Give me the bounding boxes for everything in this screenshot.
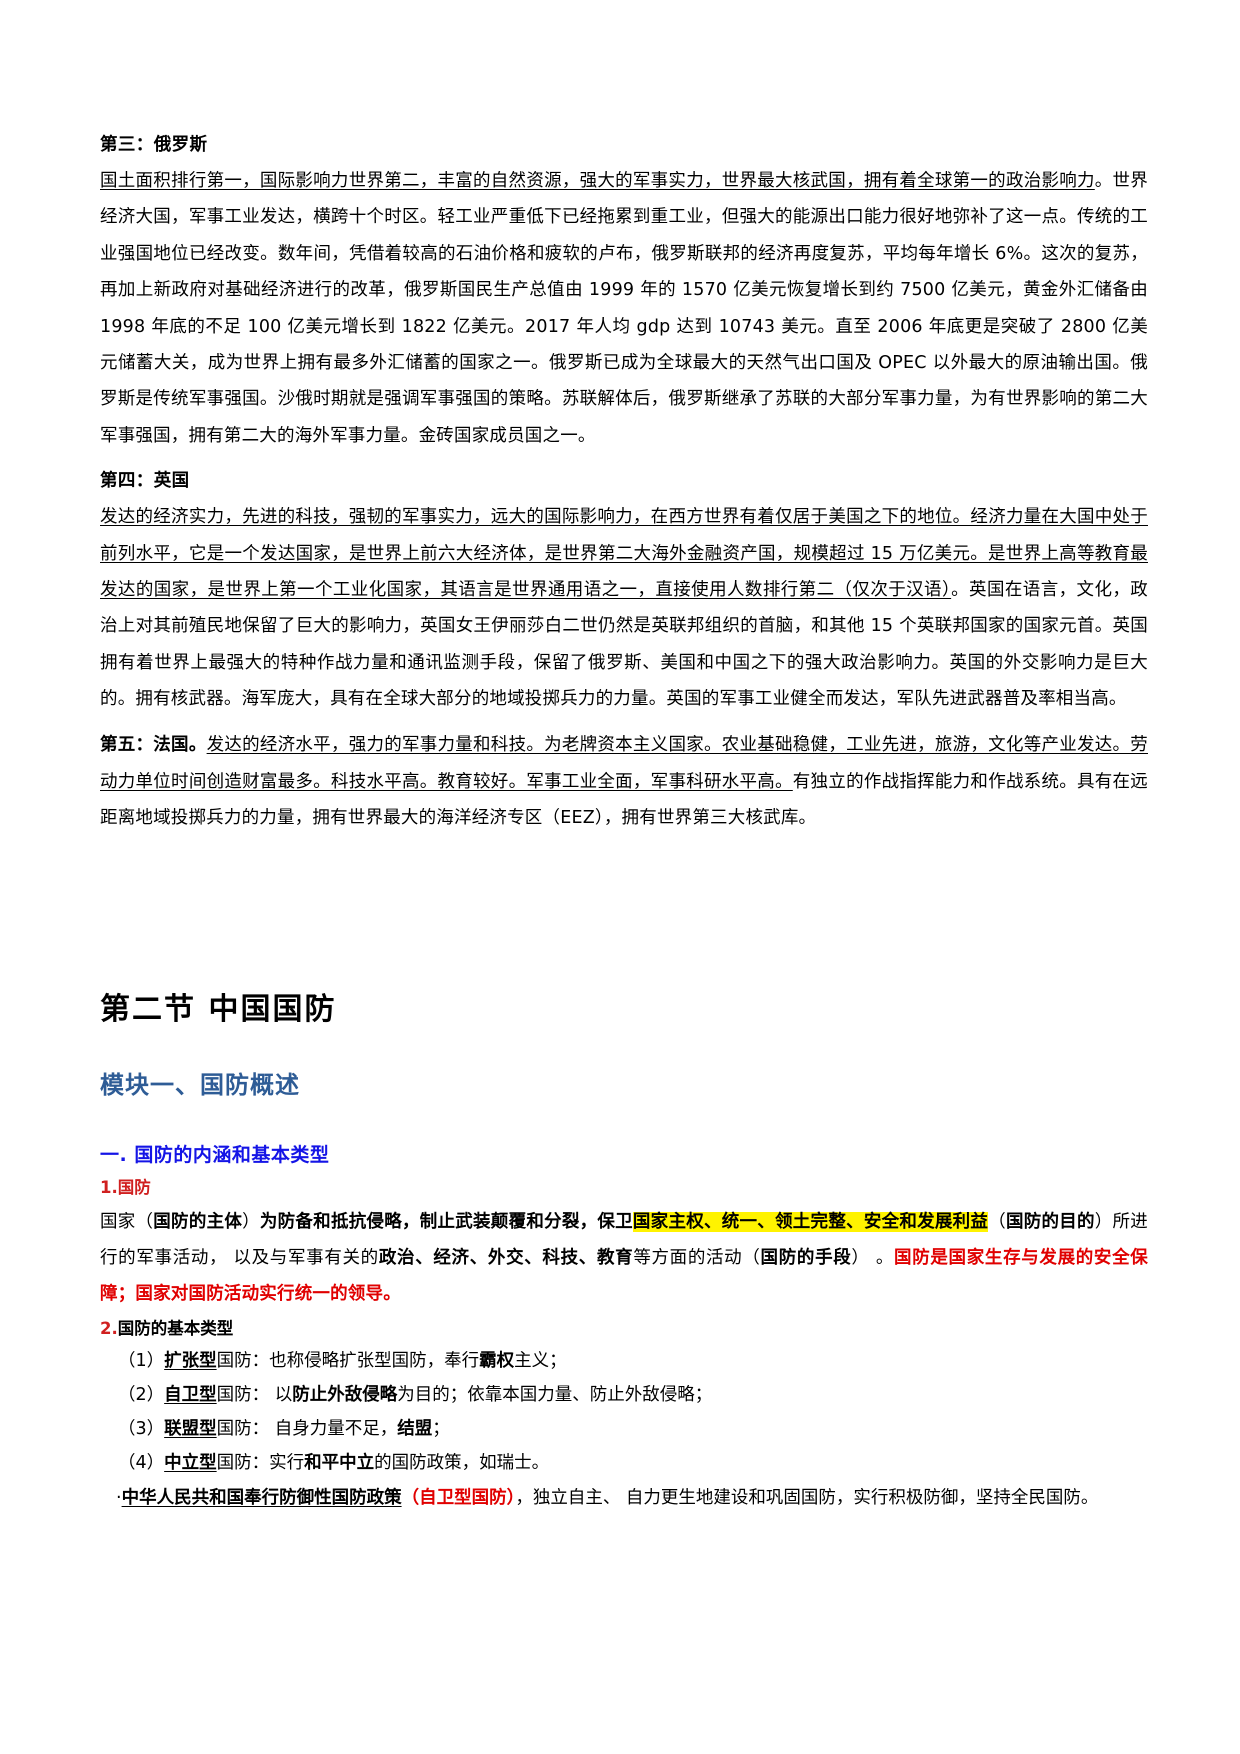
item-tail: 主义； bbox=[514, 1351, 567, 1372]
concept-1-label: 1.国防 bbox=[100, 1172, 1148, 1203]
paragraph-uk: 发达的经济实力，先进的科技，强韧的军事实力，远大的国际影响力，在西方世界有着仅居… bbox=[100, 499, 1148, 717]
c1-text-2g: ） 。 bbox=[851, 1247, 895, 1268]
item-key: 结盟 bbox=[397, 1419, 433, 1440]
spacer bbox=[100, 1032, 1148, 1066]
item-mid: 国防：也称侵略扩张型国防，奉行 bbox=[216, 1351, 480, 1372]
c1-text-2c: ）所进行的军事活动， 以及与军事有关的 bbox=[100, 1211, 1149, 1268]
bullet-marker: · bbox=[116, 1487, 122, 1508]
module-title: 模块一、国防概述 bbox=[100, 1070, 300, 1099]
france-underlined-lead: 发达的经济水平，强力的军事力量和科技。为老牌资本主义国家。农业基础稳健，工业先进… bbox=[100, 735, 1148, 792]
item-key: 霸权 bbox=[479, 1351, 515, 1372]
topic-title: 一. 国防的内涵和基本类型 bbox=[100, 1144, 330, 1167]
heading-russia: 第三：俄罗斯 bbox=[100, 135, 208, 155]
heading-france: 第五：法国。 bbox=[100, 735, 207, 756]
concept-2-label: 2.国防的基本类型 bbox=[100, 1313, 1148, 1344]
item-prefix: （4） bbox=[118, 1453, 165, 1474]
item-prefix: （1） bbox=[118, 1351, 165, 1372]
bullet-underlined: 中华人民共和国奉行防御性国防政策 bbox=[121, 1487, 402, 1508]
item-tail: 为目的；依靠本国力量、防止外敌侵略； bbox=[397, 1385, 713, 1406]
c1-highlight: 国家主权、统一、领土完整、安全和发展利益 bbox=[632, 1211, 989, 1232]
list-item: （2）自卫型国防： 以防止外敌侵略为目的；依靠本国力量、防止外敌侵略； bbox=[100, 1378, 1148, 1412]
c1-subject-bold: 国防的主体 bbox=[153, 1211, 243, 1232]
item-type: 扩张型 bbox=[164, 1351, 217, 1372]
c1-text-c: ） bbox=[242, 1211, 260, 1232]
concept-1-number: 1.国防 bbox=[100, 1178, 151, 1198]
c1-domains-bold: 政治、经济、外交、科技、教育 bbox=[378, 1247, 634, 1268]
item-mid: 国防： 以 bbox=[216, 1385, 293, 1406]
spacer bbox=[100, 1104, 1148, 1138]
list-item: （1）扩张型国防：也称侵略扩张型国防，奉行霸权主义； bbox=[100, 1344, 1148, 1378]
item-mid: 国防：实行 bbox=[216, 1453, 305, 1474]
c1-purpose-bold: 国防的目的 bbox=[1005, 1211, 1095, 1232]
paragraph-france: 第五：法国。发达的经济水平，强力的军事力量和科技。为老牌资本主义国家。农业基础稳… bbox=[100, 727, 1148, 836]
bullet-red-paren: （自卫型国防） bbox=[401, 1487, 516, 1508]
concept-2-title: 国防的基本类型 bbox=[117, 1318, 234, 1338]
item-key: 防止外敌侵略 bbox=[292, 1385, 398, 1406]
uk-body: 。英国在语言，文化，政治上对其前殖民地保留了巨大的影响力，英国女王伊丽莎白二世仍… bbox=[100, 579, 1148, 710]
spacer bbox=[100, 717, 1148, 727]
russia-underlined-lead: 国土面积排行第一，国际影响力世界第二，丰富的自然资源，强大的军事实力，世界最大核… bbox=[100, 171, 1095, 191]
item-type: 自卫型 bbox=[164, 1385, 217, 1406]
item-type: 联盟型 bbox=[164, 1419, 217, 1440]
paragraph-russia: 国土面积排行第一，国际影响力世界第二，丰富的自然资源，强大的军事实力，世界最大核… bbox=[100, 163, 1148, 454]
heading-uk: 第四：英国 bbox=[100, 471, 190, 492]
item-prefix: （2） bbox=[118, 1385, 165, 1406]
item-prefix: （3） bbox=[118, 1419, 165, 1440]
item-type: 中立型 bbox=[164, 1453, 217, 1474]
c1-text-2e: 等方面的活动（ bbox=[633, 1247, 761, 1268]
list-item: （4）中立型国防：实行和平中立的国防政策，如瑞士。 bbox=[100, 1446, 1148, 1480]
c1-means-bold: 国防的手段 bbox=[760, 1247, 852, 1268]
bullet-item: ·中华人民共和国奉行防御性国防政策（自卫型国防），独立自主、 自力更生地建设和巩… bbox=[100, 1481, 1148, 1516]
item-tail: 的国防政策，如瑞士。 bbox=[374, 1453, 550, 1474]
c1-text-d: 为防备和抵抗侵略，制止武装颠覆和分裂，保卫 bbox=[259, 1211, 633, 1232]
concept-2-number: 2. bbox=[100, 1318, 118, 1338]
item-mid: 国防： 自身力量不足， bbox=[216, 1419, 398, 1440]
c1-text-a: 国家（ bbox=[100, 1211, 154, 1232]
russia-body: 。世界经济大国，军事工业发达，横跨十个时区。轻工业严重低下已经拖累到重工业，但强… bbox=[100, 171, 1148, 446]
c1-text-2a: （ bbox=[988, 1211, 1006, 1232]
document-body: 第三：俄罗斯 国土面积排行第一，国际影响力世界第二，丰富的自然资源，强大的军事实… bbox=[100, 128, 1148, 1516]
france-body: 有独立的作战指挥能力和作战系统。具有在远距离地域投掷兵力的力量，拥有世界最大的海… bbox=[100, 771, 1149, 829]
chapter-title: 第二节 中国国防 bbox=[100, 991, 337, 1027]
concept-1-definition: 国家（国防的主体）为防备和抵抗侵略，制止武装颠覆和分裂，保卫国家主权、统一、领土… bbox=[100, 1204, 1148, 1313]
uk-underlined-lead: 发达的经济实力，先进的科技，强韧的军事实力，远大的国际影响力，在西方世界有着仅居… bbox=[100, 507, 1148, 600]
spacer bbox=[100, 454, 1148, 464]
bullet-tail: ，独立自主、 自力更生地建设和巩固国防，实行积极防御，坚持全民国防。 bbox=[515, 1487, 1099, 1508]
item-tail: ； bbox=[432, 1419, 450, 1440]
section-gap bbox=[100, 837, 1148, 987]
list-item: （3）联盟型国防： 自身力量不足，结盟； bbox=[100, 1412, 1148, 1446]
item-key: 和平中立 bbox=[304, 1453, 375, 1474]
c1-red-note: 国防是国家生存与发展的安全保障；国家对国防活动实行统一的领导。 bbox=[100, 1247, 1148, 1305]
